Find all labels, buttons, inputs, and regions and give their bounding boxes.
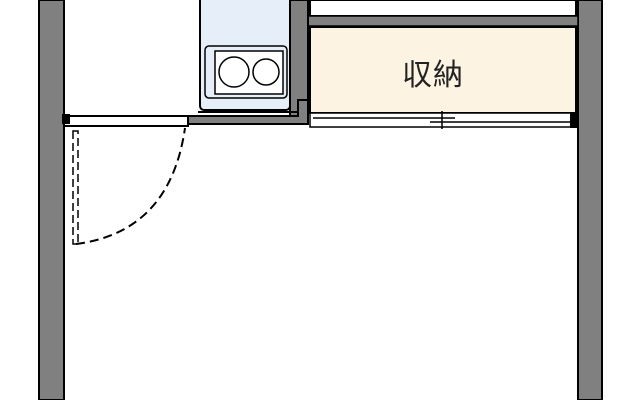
burner-icon: [218, 56, 250, 88]
right-wall: [577, 0, 603, 400]
sliding-door[interactable]: [309, 111, 578, 129]
partition-wall: [299, 15, 579, 27]
swing-door[interactable]: [72, 127, 186, 245]
storage-room: [309, 26, 577, 114]
left-wall: [38, 0, 65, 400]
upper-room: [309, 0, 577, 17]
storage-label: 収納: [402, 58, 464, 93]
burner-icon: [252, 58, 280, 86]
entrance-frame: [62, 114, 189, 127]
kitchen-counter: [198, 0, 298, 113]
